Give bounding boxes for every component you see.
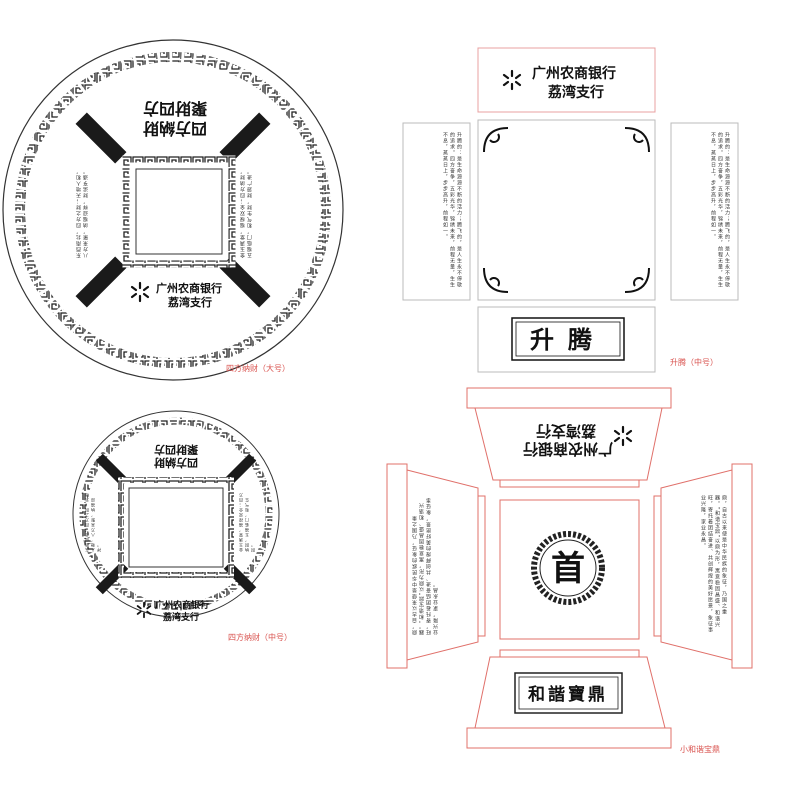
large-plate-caption: 四方纳财（大号）	[226, 363, 290, 373]
bank-name: 广州农商银行	[532, 65, 616, 82]
shengteng-layout: 广州农商银行 荔湾支行 升腾 升腾（中号）	[402, 47, 739, 373]
large-plate-right-text: 金玉满堂，福禄双全；四方纳财，五福临门，和气生财，财源广进。	[240, 168, 253, 258]
bank-branch: 荔湾支行	[547, 84, 604, 101]
large-plate-title-2: 聚財四方	[143, 99, 208, 118]
shengteng-title: 升腾	[530, 326, 606, 354]
bank-logo-icon	[613, 425, 633, 447]
large-plate-title-1: 四方納財	[143, 119, 207, 138]
medium-plate-title-1: 四方納財	[154, 456, 198, 470]
medium-plate-left-text: 东西南北，四方之财；天地人和，八方来聚，纳福迎祥。	[84, 492, 101, 552]
corner-ornaments	[483, 127, 650, 293]
bank-name: 广州农商银行	[523, 440, 613, 458]
shengteng-caption: 升腾（中号）	[670, 357, 718, 367]
corner-bars	[75, 112, 271, 308]
bank-branch: 荔湾支行	[536, 422, 596, 440]
medium-plate-caption: 四方纳财（中号）	[228, 632, 292, 642]
baoding-caption: 小和谐宝鼎	[680, 744, 720, 754]
seal-ring	[531, 531, 605, 605]
bank-name: 广州农商银行	[155, 599, 209, 611]
medium-plate: 四方納財 聚財四方 广州农商银行 荔湾支行 四方纳财（中号）	[72, 410, 292, 642]
baoding-layout: 广州农商银行 荔湾支行 首 和諧寶鼎 小和谐宝鼎	[386, 387, 753, 754]
seal-character: 首	[551, 549, 585, 589]
shengteng-left-text: 升腾的：是生命源源不断的活力；腾飞的，是人生永不停歇的追求。四方奋争，五彩光华，…	[442, 132, 462, 288]
bank-branch: 荔湾支行	[167, 295, 212, 309]
bank-name: 广州农商银行	[156, 281, 222, 295]
large-plate: 四方納財 聚財四方 广州农商银行 荔湾支行 四方纳财（大号）	[2, 39, 344, 381]
baoding-left-text: 鼎，自古以来便是中华民族的象征，乃国之重器。“和谐宝鼎”以鼎为形，寓意稳固昌盛、…	[412, 497, 439, 635]
medium-plate-title-2: 聚財四方	[154, 443, 199, 457]
bank-branch: 荔湾支行	[162, 611, 199, 623]
large-plate-left-text: 东西南北，四方之财；天地人和，八方来聚，纳福迎祥，财运亨通。	[76, 168, 89, 258]
medium-plate-right-text: 金玉满堂，福禄双全；四方纳财，五福临门，和气生财。	[238, 492, 255, 552]
shengteng-right-text: 升腾的：是生命源源不断的活力；腾飞的，是人生永不停歇的追求。四方奋争，五彩光华，…	[710, 132, 730, 288]
baoding-right-text: 鼎，自古以来便是中华民族的象征，乃国之重器。“和谐宝鼎”以鼎为形，寓意稳固昌盛、…	[700, 495, 727, 633]
baoding-plate-title: 和諧寶鼎	[528, 684, 608, 705]
